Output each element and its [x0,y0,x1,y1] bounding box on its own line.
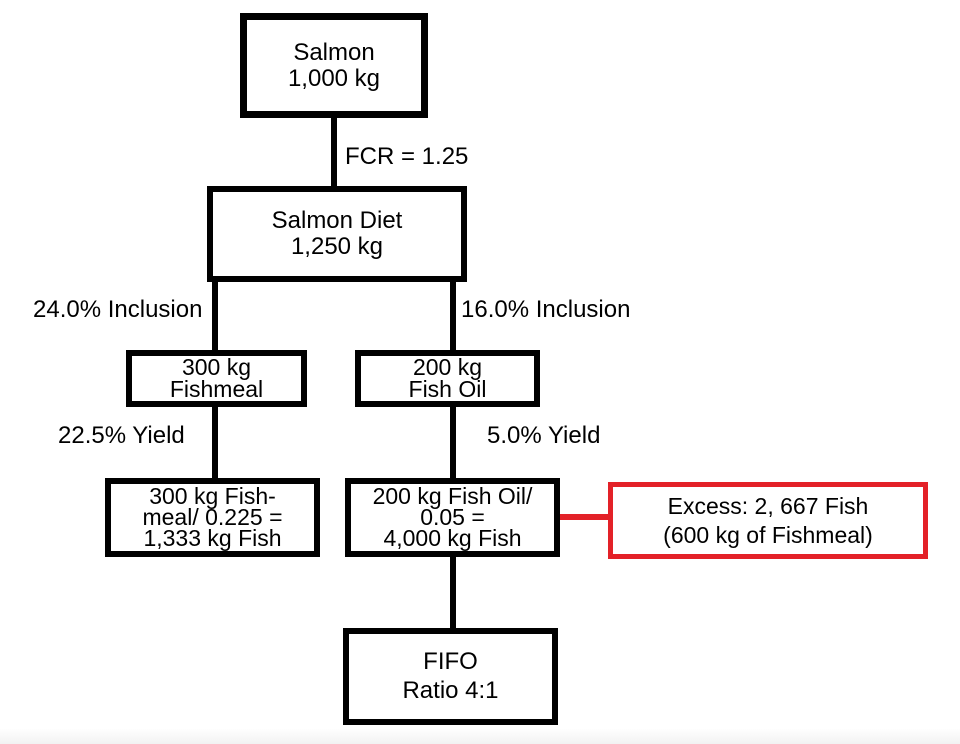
node-fifo: FIFO Ratio 4:1 [343,628,558,725]
node-excess-line1: Excess: 2, 667 Fish [667,493,869,520]
label-yield-fish-oil: 5.0% Yield [487,422,601,449]
node-fifo-line1: FIFO [423,648,478,676]
node-fishmeal-line2: Fishmeal [169,375,264,402]
node-fishmeal-calc-line2: meal/ 0.225 = [142,503,283,530]
node-excess-line2: (600 kg of Fishmeal) [663,521,873,548]
node-fishmeal-calc: 300 kg Fish- meal/ 0.225 = 1,333 kg Fish [105,478,320,557]
node-salmon-diet-line2: 1,250 kg [290,233,384,260]
label-yield-fishmeal: 22.5% Yield [58,422,185,449]
node-fish-oil-calc-line3: 4,000 kg Fish [383,525,522,552]
node-fishmeal-line1: 300 kg [181,354,252,381]
connector-fishmeal-to-calc [212,405,218,480]
node-salmon: Salmon 1,000 kg [240,13,428,118]
node-salmon-diet: Salmon Diet 1,250 kg [207,186,467,282]
connector-salmon-to-diet [331,116,337,188]
node-excess: Excess: 2, 667 Fish (600 kg of Fishmeal) [608,482,928,559]
connector-diet-to-fishmeal [212,280,218,352]
connector-diet-to-fish-oil [450,280,456,352]
node-fishmeal-calc-line3: 1,333 kg Fish [143,525,282,552]
node-fishmeal: 300 kg Fishmeal [126,350,307,407]
label-fcr: FCR = 1.25 [345,143,469,170]
node-fish-oil-line2: Fish Oil [408,375,487,402]
node-fishmeal-calc-line1: 300 kg Fish- [149,482,276,509]
bottom-edge-strip [0,729,960,744]
node-fish-oil: 200 kg Fish Oil [355,350,540,407]
node-salmon-line1: Salmon [293,38,375,66]
node-fish-oil-calc: 200 kg Fish Oil/ 0.05 = 4,000 kg Fish [345,478,560,557]
connector-excess-red-line [558,514,610,520]
node-salmon-diet-line1: Salmon Diet [271,207,403,235]
node-fish-oil-line1: 200 kg [412,354,483,381]
node-fish-oil-calc-line2: 0.05 = [420,503,485,530]
node-fifo-line2: Ratio 4:1 [402,676,499,704]
node-fish-oil-calc-line1: 200 kg Fish Oil/ [372,482,533,509]
label-inclusion-fish-oil: 16.0% Inclusion [461,296,631,323]
label-inclusion-fishmeal: 24.0% Inclusion [33,296,203,323]
connector-fish-oil-to-calc [450,405,456,480]
connector-calc-to-fifo [450,555,456,630]
node-salmon-line2: 1,000 kg [287,64,381,92]
